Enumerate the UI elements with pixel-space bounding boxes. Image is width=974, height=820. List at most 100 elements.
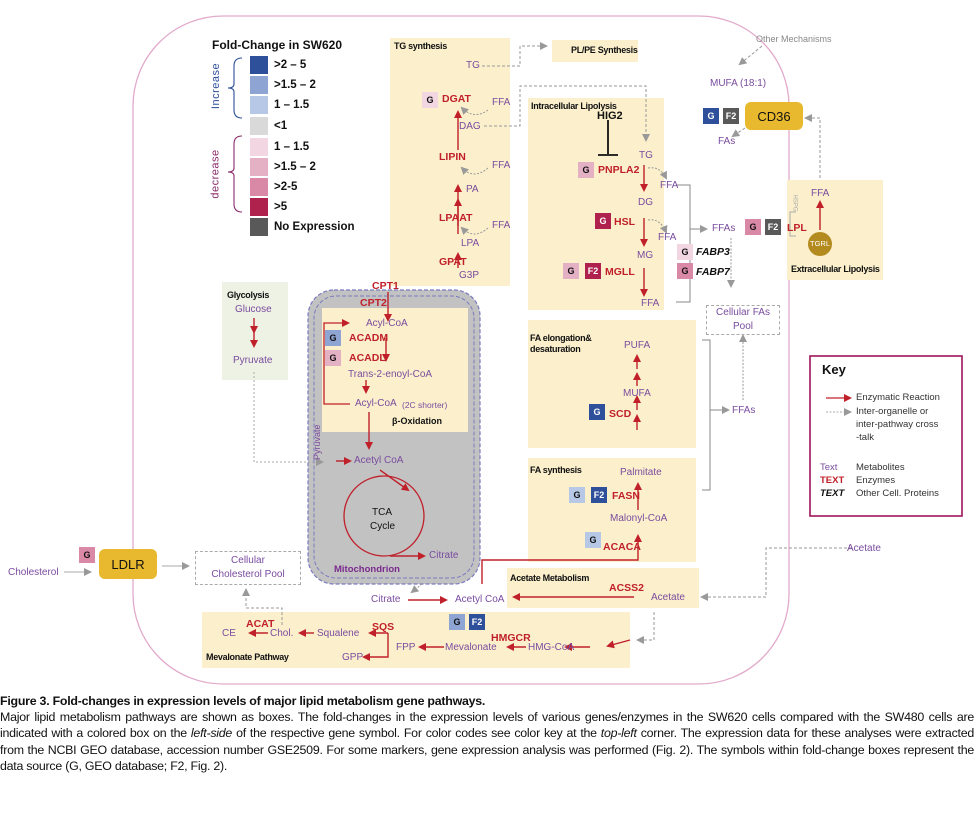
fa-elongation-title-2: desaturation xyxy=(530,344,581,354)
metabolite-lpa: LPA xyxy=(461,238,480,249)
caption-em-2: top-left xyxy=(600,726,637,741)
enzyme-lipin: LIPIN xyxy=(439,151,466,163)
key-enzymes: Enzymes xyxy=(856,475,896,486)
enzyme-dgat: DGAT xyxy=(442,93,471,105)
fold-badge-acadm: G xyxy=(325,330,341,346)
tca-label-1: TCA xyxy=(372,507,392,518)
legend-title: Fold-Change in SW620 xyxy=(212,38,343,52)
plpe-box xyxy=(552,40,638,62)
key-crosstalk-2: inter-pathway cross xyxy=(856,419,939,430)
enzyme-lpaat: LPAAT xyxy=(439,212,473,224)
legend-item: No Expression xyxy=(250,218,355,236)
metabolite-squalene: Squalene xyxy=(317,628,360,639)
fold-badge-cd36-f2: F2 xyxy=(723,108,739,124)
key-metabolites: Metabolites xyxy=(856,462,905,473)
other-mechanisms-label: Other Mechanisms xyxy=(756,34,832,44)
legend-item: >2 – 5 xyxy=(250,56,306,74)
legend-swatch xyxy=(250,158,268,176)
legend-increase-label: Increase xyxy=(210,62,223,110)
diagram-lines xyxy=(64,15,963,685)
enzyme-hmgcr: HMGCR xyxy=(491,632,531,644)
metabolite-ffa-lipolysis-1: FFA xyxy=(660,180,679,191)
mevalonate-box xyxy=(202,612,630,668)
key-metabolite-sample: Text xyxy=(820,462,838,473)
enzyme-acadl: ACADL xyxy=(349,352,386,364)
legend-label: >2 – 5 xyxy=(274,59,307,71)
label-2c-shorter: (2C shorter) xyxy=(402,400,448,410)
metabolite-citrate-mito: Citrate xyxy=(429,550,459,561)
cholesterol-pool-line-1: Cellular xyxy=(231,555,265,566)
metabolite-ffa-extracellular: FFA xyxy=(811,188,830,199)
legend-label: >5 xyxy=(274,201,288,213)
legend-label: <1 xyxy=(274,120,288,132)
enzyme-lpl: LPL xyxy=(787,222,807,234)
legend-item: >1.5 – 2 xyxy=(250,76,316,94)
legend-swatch xyxy=(250,76,268,94)
enzyme-hsl: HSL xyxy=(614,216,635,228)
metabolite-tg: TG xyxy=(466,60,480,71)
fold-badge-ldlr: G xyxy=(79,547,95,563)
legend-label: 1 – 1.5 xyxy=(274,99,310,111)
legend-decrease-label: decrease xyxy=(209,149,222,199)
metabolite-ffa-2: FFA xyxy=(492,160,511,171)
plpe-synthesis-title: PL/PE Synthesis xyxy=(571,45,638,55)
fold-badge-pnpla2: G xyxy=(578,162,594,178)
legend-swatch xyxy=(250,178,268,196)
metabolite-ffas-elongation: FFAs xyxy=(732,405,756,416)
fold-badge-mgll-f2: F2 xyxy=(585,263,601,279)
enzyme-acss2: ACSS2 xyxy=(609,582,645,594)
metabolite-ffas-lipolysis: FFAs xyxy=(712,223,736,234)
protein-hig2: HIG2 xyxy=(597,110,623,122)
metabolite-hmg-coa: HMG-CoA xyxy=(528,642,575,653)
legend-swatch xyxy=(250,56,268,74)
metabolite-mevalonate: Mevalonate xyxy=(445,642,497,653)
receptor-ldlr: LDLR xyxy=(99,549,157,579)
mitochondrion-title: Mitochondrion xyxy=(334,564,400,575)
enzyme-mgll: MGLL xyxy=(605,266,635,278)
lipid-metabolism-diagram: Fold-Change in SW620 Increase decrease >… xyxy=(8,15,963,685)
key-other-proteins: Other Cell. Proteins xyxy=(856,488,939,499)
tca-label-2: Cycle xyxy=(370,521,396,532)
metabolite-trans-2-enoyl-coa: Trans-2-enoyl-CoA xyxy=(348,369,433,380)
legend-swatch xyxy=(250,218,268,236)
key-box xyxy=(809,355,963,517)
receptor-cd36: CD36 xyxy=(745,102,803,130)
metabolite-acyl-coa-short: Acyl-CoA xyxy=(355,398,397,409)
fold-badge-lpl-g: G xyxy=(745,219,761,235)
fold-badge-hsl: G xyxy=(595,213,611,229)
enzyme-acadm: ACADM xyxy=(349,332,389,344)
enzyme-acat: ACAT xyxy=(246,618,275,630)
fold-badge-hmgcr-f2: F2 xyxy=(469,614,485,630)
metabolite-pa: PA xyxy=(466,184,479,195)
hspg-label: HSPG xyxy=(791,194,798,212)
fold-badge-cd36-g: G xyxy=(703,108,719,124)
metabolite-palmitate: Palmitate xyxy=(620,467,662,478)
caption-body-2: of the respective gene symbol. For color… xyxy=(232,726,601,741)
metabolite-acetate-external: Acetate xyxy=(847,543,881,554)
tgrl-label: TGRL xyxy=(809,239,830,248)
legend-item: >1.5 – 2 xyxy=(250,158,316,176)
mevalonate-pathway-title: Mevalonate Pathway xyxy=(206,652,289,662)
caption-title: Figure 3. Fold-changes in expression lev… xyxy=(0,694,486,708)
key-enzymatic-reaction: Enzymatic Reaction xyxy=(856,392,940,403)
fold-badge-hmgcr-g: G xyxy=(449,614,465,630)
key-title: Key xyxy=(822,362,846,377)
protein-fabp3: FABP3 xyxy=(696,246,730,258)
protein-fabp7: FABP7 xyxy=(696,266,730,278)
intracellular-lipolysis-title: Intracellular Lipolysis xyxy=(531,101,617,111)
beta-oxidation-box xyxy=(322,308,468,432)
extracellular-lipolysis-box xyxy=(787,180,883,280)
metabolite-gpp: GPP xyxy=(342,652,364,663)
metabolite-pyruvate-glycolysis: Pyruvate xyxy=(233,355,273,366)
cholesterol-pool-line-2: Cholesterol Pool xyxy=(211,569,285,580)
metabolite-fas: FAs xyxy=(718,136,736,147)
metabolite-pyruvate-mito: Pyruvate xyxy=(312,424,322,460)
metabolite-acetyl-coa-mito: Acetyl CoA xyxy=(354,455,404,466)
tg-synthesis-box xyxy=(390,38,510,286)
metabolite-acyl-coa: Acyl-CoA xyxy=(366,318,408,329)
fold-badge-dgat: G xyxy=(422,92,438,108)
glycolysis-title: Glycolysis xyxy=(227,290,270,300)
acetate-metabolism-title: Acetate Metabolism xyxy=(510,573,590,583)
metabolite-ffa-lipolysis-2: FFA xyxy=(658,232,677,243)
legend-swatch xyxy=(250,117,268,135)
